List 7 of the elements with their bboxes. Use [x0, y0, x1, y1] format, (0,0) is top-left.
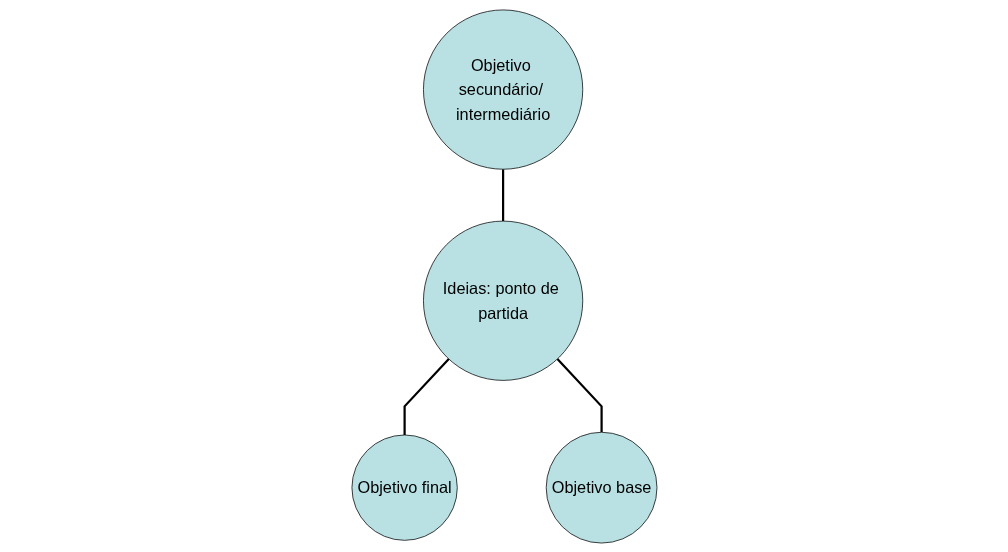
node-circle: Objetivo final: [351, 434, 458, 541]
node-circle: Ideias: ponto de partida: [422, 220, 583, 381]
node-circle: Objetivo base: [545, 431, 657, 543]
node-circle: Objetivo secundário/ intermediário: [422, 9, 583, 170]
connector: [501, 168, 504, 221]
connector: [403, 357, 450, 435]
connector: [556, 357, 603, 432]
